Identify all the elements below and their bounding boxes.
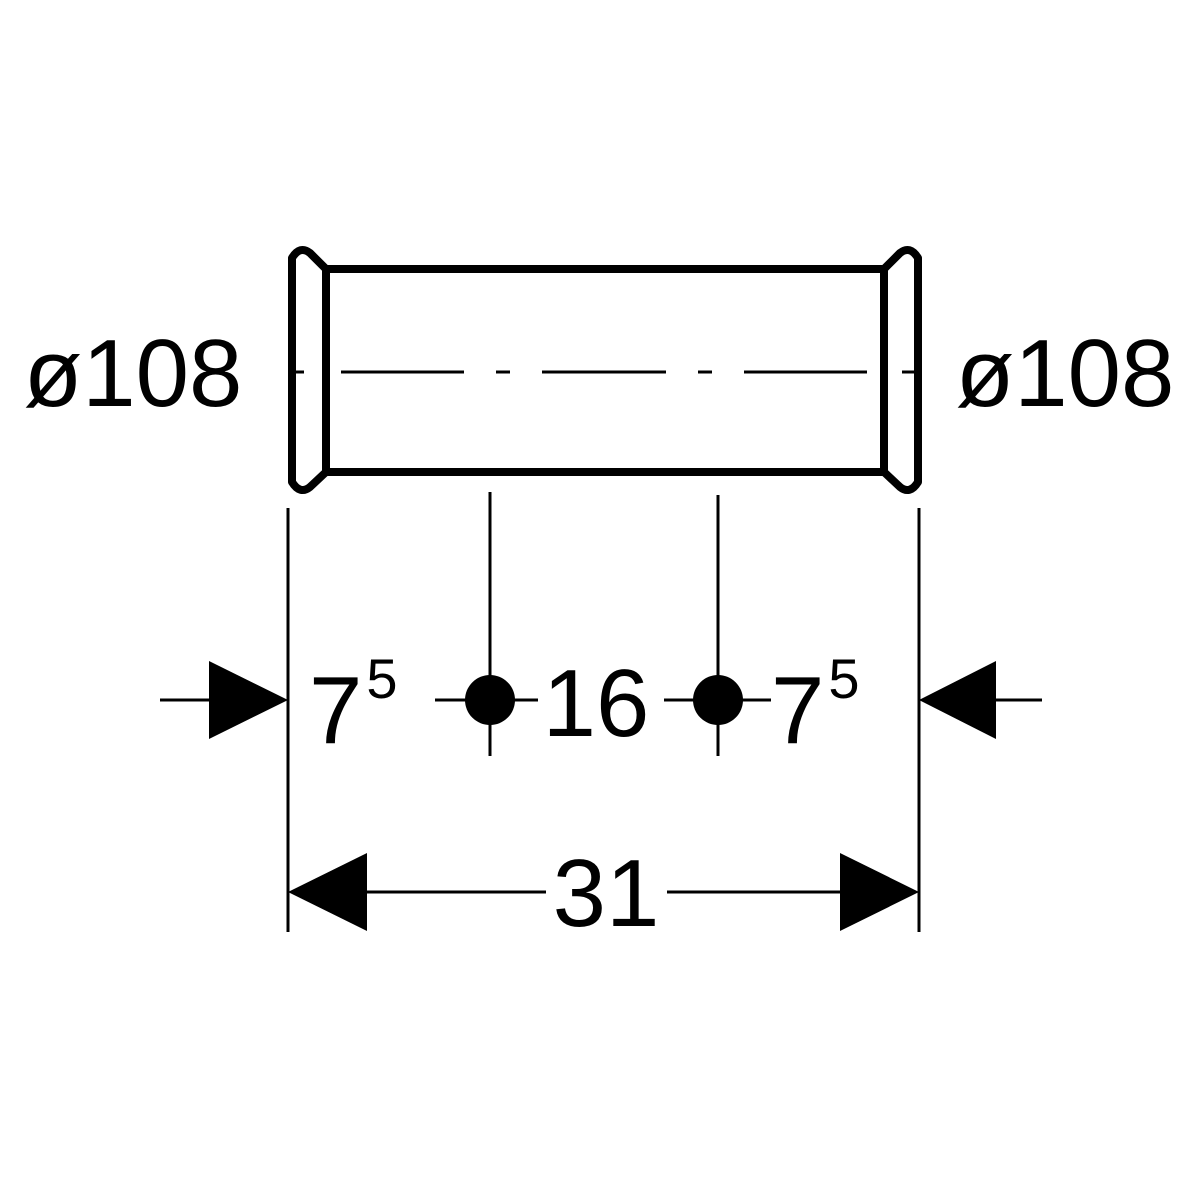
right-dimension-dot [693,675,743,725]
left-dimension-dot [465,675,515,725]
left-arrowhead [209,661,288,739]
left-segment-label: 75 [309,647,398,764]
overall-left-arrowhead [288,853,367,931]
overall-right-arrowhead [840,853,919,931]
right-arrowhead [919,661,996,739]
main-tube [322,265,888,476]
right-segment-label: 75 [771,647,860,764]
left-segment-sup: 5 [366,647,397,710]
right-segment-sup: 5 [828,647,859,710]
left-diameter-label: ø108 [24,320,243,427]
left-collar [288,245,329,495]
chain-dimension [160,661,1042,739]
overall-dimension [288,853,919,931]
right-segment-base: 7 [771,657,824,764]
left-segment-base: 7 [309,657,362,764]
coupling-body [288,245,922,495]
right-diameter-label: ø108 [956,320,1175,427]
middle-segment-label: 16 [543,650,650,757]
overall-length-label: 31 [553,840,660,947]
right-collar [881,245,922,495]
